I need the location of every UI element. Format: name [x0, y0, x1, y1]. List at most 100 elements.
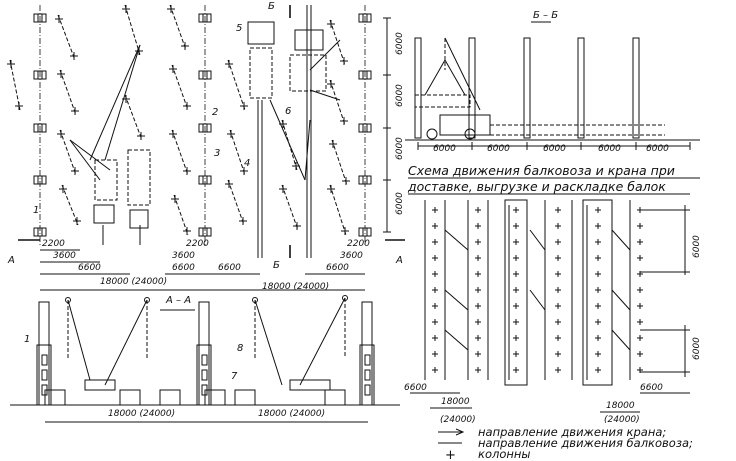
section-aa: А – А 1 8 7 18000 (24000) 18000 (24000): [24, 295, 325, 419]
window: [41, 369, 48, 381]
dim-6000: 6000: [598, 144, 621, 154]
beam: [171, 129, 189, 176]
section-aa-title: А – А: [165, 295, 191, 306]
label-5: 5: [236, 23, 242, 34]
column: [468, 37, 476, 139]
column: [577, 37, 585, 139]
column: [358, 13, 372, 23]
column: [33, 70, 47, 80]
section-a-mark-left: А: [7, 255, 15, 266]
dim-span: 18000 (24000): [258, 409, 325, 419]
beam: [229, 129, 246, 176]
crane-path: [611, 329, 631, 351]
wheel: [426, 128, 438, 140]
label-3: 3: [214, 148, 220, 159]
boom-line: [104, 44, 141, 161]
column: [198, 227, 212, 237]
support-frame: [159, 389, 181, 406]
crane-path: [444, 289, 469, 311]
crane-boom: [299, 297, 346, 386]
section-b-mark-bottom: Б: [273, 260, 280, 271]
line: [424, 59, 446, 96]
column: [414, 37, 422, 139]
support-frame: [119, 389, 141, 406]
label-6: 6: [285, 106, 291, 117]
window: [201, 369, 208, 381]
legend-crane: направление движения крана;: [478, 425, 666, 439]
dim-6600: 6600: [218, 263, 241, 273]
wheel: [464, 128, 476, 140]
label-2: 2: [212, 107, 218, 118]
arrow-head-icon: [455, 428, 465, 436]
column-lower: [36, 344, 52, 406]
column: [523, 37, 531, 139]
dim-6000: 6000: [395, 84, 405, 107]
beam: [227, 179, 245, 226]
beam-strip: [582, 199, 613, 386]
pulley: [342, 295, 348, 301]
dim-6000: 6000: [395, 32, 405, 55]
scheme-title-line1: Схема движения балковоза и крана при: [408, 163, 675, 178]
dim-6600: 6600: [172, 263, 195, 273]
window: [201, 354, 208, 366]
label-1: 1: [33, 205, 39, 216]
crane-path: [611, 229, 631, 251]
column-lower: [359, 344, 375, 406]
dim-6600: 6600: [78, 263, 101, 273]
legend-columns: колонны: [478, 447, 531, 461]
dim-span: 18000 (24000): [100, 277, 167, 287]
beam-strip: [504, 199, 528, 386]
window: [364, 369, 371, 381]
dim-6000: 6000: [692, 337, 702, 360]
line: [89, 44, 141, 161]
legend: + направление движения крана; направлени…: [438, 425, 693, 461]
plan-view: 1 2 3 4 5 6 Б Б А А 2200 3600 6600 2200 …: [7, 1, 405, 292]
dim-6000: 6000: [646, 144, 669, 154]
dim-6000: 6000: [692, 235, 702, 258]
section-a-mark-right: А: [395, 255, 403, 266]
column: [358, 70, 372, 80]
beam: [329, 19, 346, 66]
crane-path: [444, 229, 469, 251]
beam: [61, 184, 79, 226]
beam: [329, 184, 347, 236]
beam: [329, 79, 346, 126]
line: [69, 139, 111, 171]
crane-body: [84, 379, 116, 391]
beam: [124, 94, 143, 141]
column: [198, 123, 212, 133]
column: [358, 175, 372, 185]
crane-path: [444, 329, 469, 351]
plus-icon: +: [445, 448, 456, 461]
window: [364, 384, 371, 396]
crane-boom: [254, 299, 283, 386]
line: [309, 89, 341, 101]
dim-24000: (24000): [604, 415, 640, 425]
truck-cab: [129, 209, 149, 229]
beam: [59, 69, 77, 116]
legend-truck: направление движения балковоза;: [478, 436, 693, 450]
window: [364, 354, 371, 366]
section-bb: Б – Б 6000 6000 6000 6000 6000: [433, 10, 669, 154]
dim-18000: 18000: [441, 397, 470, 407]
pulley: [144, 297, 150, 303]
line: [304, 119, 311, 181]
column: [33, 227, 47, 237]
support-frame: [44, 389, 66, 406]
label-1: 1: [24, 334, 30, 345]
beam: [227, 59, 246, 111]
column: [198, 13, 212, 23]
crane-body: [289, 54, 327, 92]
support-frame: [324, 389, 346, 406]
beam: [173, 194, 189, 236]
label-4: 4: [244, 158, 250, 169]
dim-6600: 6600: [326, 263, 349, 273]
boom-line: [309, 39, 341, 71]
beam: [59, 129, 77, 176]
column-lower: [196, 344, 212, 406]
beam: [57, 14, 76, 61]
column: [198, 70, 212, 80]
boom-line: [444, 37, 481, 111]
label-8: 8: [237, 343, 243, 354]
